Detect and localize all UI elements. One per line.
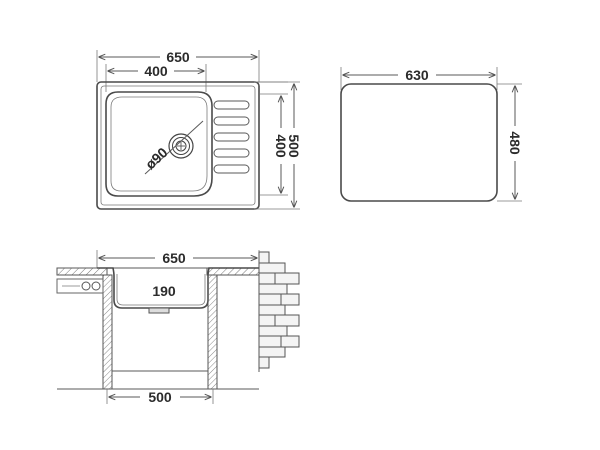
overall-depth-label: 500 (286, 134, 302, 158)
sink-rim-outline (96, 81, 260, 210)
dimension-bowl-width: 400 (105, 63, 207, 92)
bowl-width-label: 400 (144, 63, 168, 79)
bowl-height-label: 190 (152, 283, 176, 299)
cutout-width-label: 630 (405, 67, 429, 83)
brick-wall (258, 251, 300, 372)
cabinet-walls (57, 274, 259, 390)
overall-width-label: 650 (166, 49, 190, 65)
section-width-label: 650 (162, 250, 186, 266)
dimension-overall-depth: 500 (256, 81, 302, 207)
sink-top-view: 650 400 (96, 49, 302, 210)
sink-bowl-outline (105, 91, 213, 197)
drainboard-grooves (213, 100, 250, 174)
dimension-overall-width: 650 (96, 49, 260, 82)
overflow-fitting-icon (56, 278, 104, 294)
drain-icon (144, 120, 204, 175)
countertop (56, 267, 260, 276)
cabinet-width-label: 500 (148, 389, 172, 405)
bowl-depth-label: 400 (273, 134, 289, 158)
cutout-outline (340, 83, 498, 202)
section-view: 650 190 (56, 250, 300, 405)
cutout-view: 630 480 (340, 67, 523, 202)
drain-diameter-label: ø90 (142, 144, 171, 172)
cutout-depth-label: 480 (507, 131, 523, 155)
drain-outlet (148, 307, 170, 314)
